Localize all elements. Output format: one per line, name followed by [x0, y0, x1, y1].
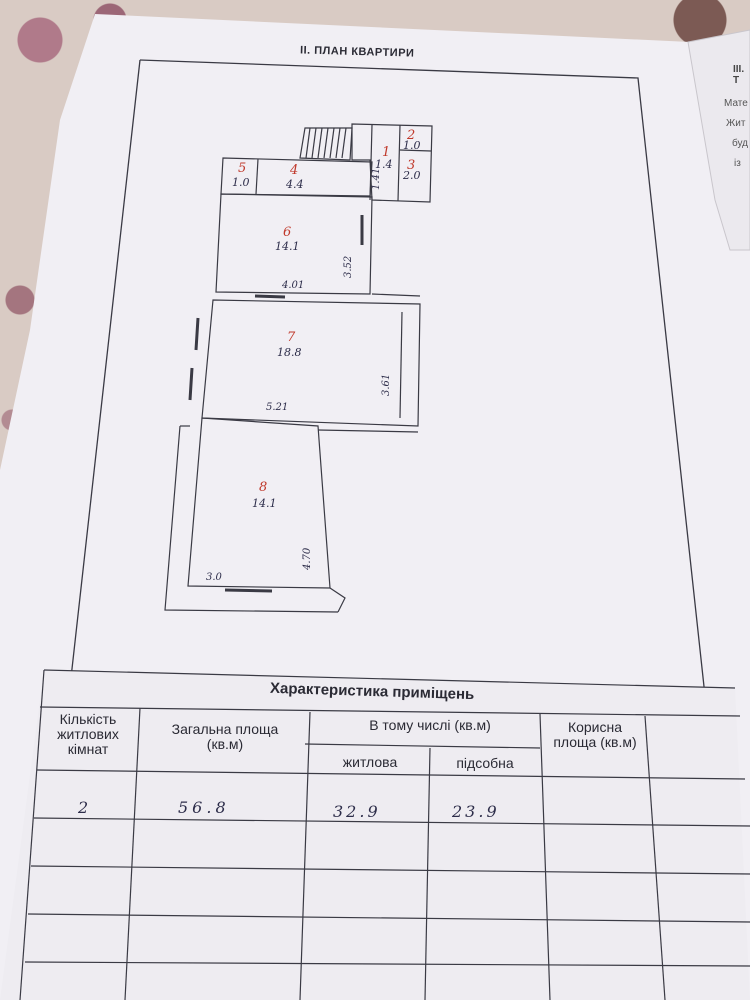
- dimension-4-70: 4.70: [302, 547, 313, 570]
- room-5-number: 5: [238, 161, 247, 176]
- room-3-area: 2.0: [403, 169, 421, 182]
- next-page-fragment-4: із: [734, 158, 741, 169]
- header-living: житлова: [342, 754, 398, 770]
- room-4-area: 4.4: [286, 178, 304, 191]
- dimension-3-0: 3.0: [206, 572, 222, 583]
- room-2-number: 2: [407, 128, 416, 143]
- value-rooms-count: 2: [78, 798, 89, 817]
- header-rooms-count: Кількість житлових кімнат: [57, 711, 119, 757]
- stairs: [299, 127, 353, 161]
- next-page-fragment-2: Жит: [726, 118, 746, 129]
- value-auxiliary-area: 23.9: [452, 802, 500, 821]
- room-8-number: 8: [259, 480, 268, 495]
- next-page-fragment-1: Мате: [724, 98, 748, 109]
- dimension-3-52: 3.52: [343, 255, 354, 278]
- room-4-number: 4: [290, 163, 299, 178]
- room-1-area: 1.4: [375, 158, 393, 171]
- header-total-area: Загальна площа (кв.м): [171, 721, 279, 752]
- header-including: В тому числі (кв.м): [369, 717, 491, 733]
- dimension-5-21: 5.21: [266, 402, 289, 413]
- value-living-area: 32.9: [333, 802, 381, 821]
- floor-plan: [164, 123, 433, 613]
- room-1-number: 1: [382, 145, 391, 160]
- room-2-area: 1.0: [403, 139, 421, 152]
- room-3-number: 3: [407, 158, 416, 173]
- header-auxiliary: підсобна: [456, 755, 514, 771]
- stairs-steps: [305, 127, 347, 159]
- room-7-area: 18.8: [277, 346, 302, 359]
- next-page-fragment-3: буд: [732, 138, 749, 149]
- room-6-area: 14.1: [275, 240, 300, 253]
- dimension-3-61: 3.61: [381, 373, 392, 396]
- room-5-area: 1.0: [232, 176, 250, 189]
- header-useful-area: Корисна площа (кв.м): [553, 719, 637, 750]
- value-total-area: 56.8: [178, 798, 230, 817]
- characteristics-table: [0, 669, 750, 1000]
- room-6-number: 6: [283, 225, 292, 240]
- next-page-edge: [687, 29, 750, 251]
- room-8-area: 14.1: [252, 497, 277, 510]
- room-7-number: 7: [287, 330, 296, 345]
- next-section-title: III. Т: [733, 64, 745, 86]
- dimension-1-41: 1.41: [371, 167, 382, 190]
- dimension-4-01: 4.01: [282, 280, 305, 291]
